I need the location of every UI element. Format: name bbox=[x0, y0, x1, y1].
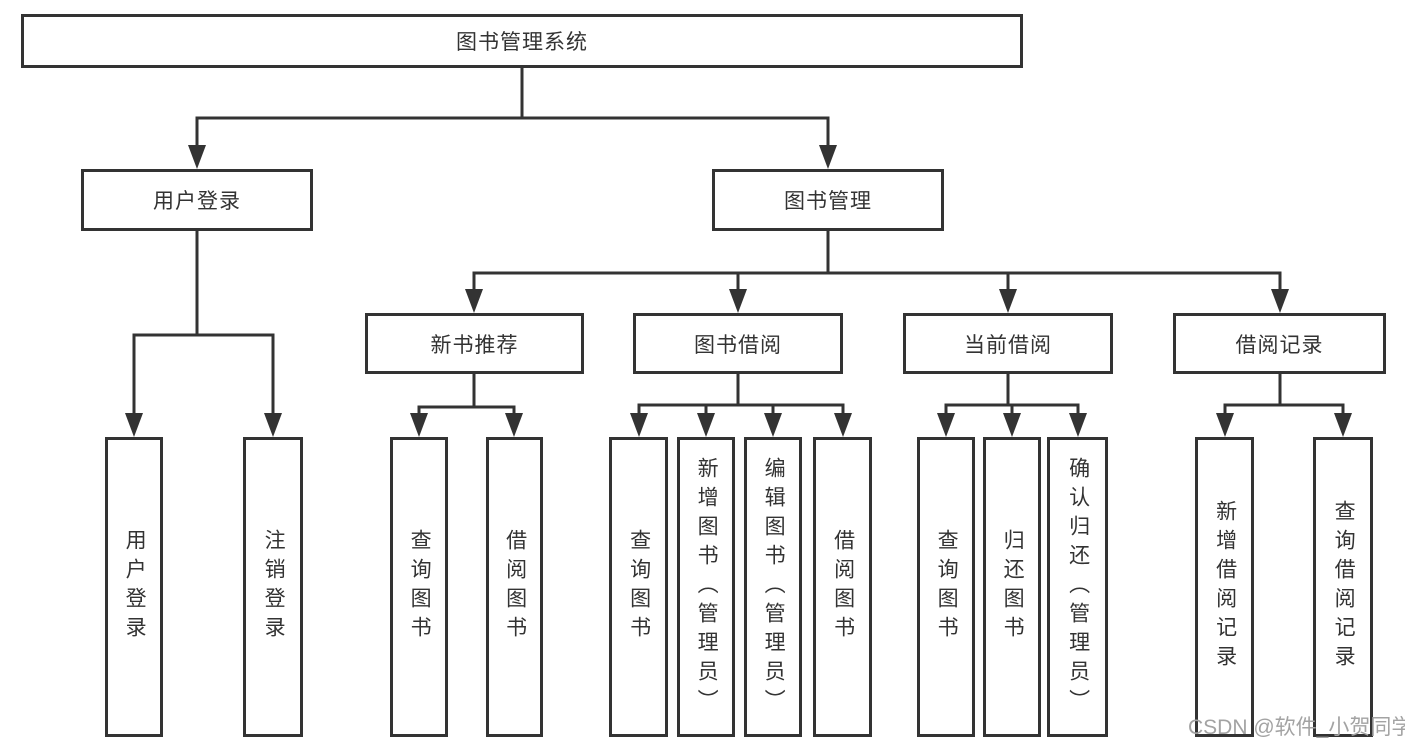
leaf-borrow-query-book-label: 查询图书 bbox=[627, 529, 651, 645]
leaf-borrow-book: 借阅图书 bbox=[813, 437, 872, 737]
csdn-watermark: CSDN @软件_小贺同学 bbox=[1188, 716, 1405, 739]
branch-user-login bbox=[125, 231, 282, 437]
leaf-user-login-label: 用户登录 bbox=[123, 529, 147, 645]
node-borrow-record-label: 借阅记录 bbox=[1235, 333, 1324, 357]
node-book-borrow-label: 图书借阅 bbox=[694, 333, 782, 357]
node-root: 图书管理系统 bbox=[21, 14, 1023, 68]
leaf-add-book-admin: 新增图书（管理员） bbox=[677, 437, 735, 737]
leaf-borrow-book-label: 借阅图书 bbox=[831, 529, 855, 645]
node-current-borrow-label: 当前借阅 bbox=[964, 333, 1052, 357]
branch-current-borrow bbox=[937, 374, 1087, 437]
node-new-book-rec: 新书推荐 bbox=[365, 313, 584, 374]
leaf-user-login: 用户登录 bbox=[105, 437, 163, 737]
leaf-confirm-return-admin-label: 确认归还（管理员） bbox=[1066, 456, 1090, 718]
node-book-mgmt-label: 图书管理 bbox=[784, 190, 872, 213]
leaf-rec-query-book-label: 查询图书 bbox=[408, 529, 432, 645]
leaf-logout: 注销登录 bbox=[243, 437, 303, 737]
branch-borrow-record bbox=[1216, 374, 1352, 437]
leaf-current-query-book-label: 查询图书 bbox=[935, 529, 959, 645]
branch-new-book-rec bbox=[410, 374, 523, 437]
leaf-return-book: 归还图书 bbox=[983, 437, 1041, 737]
leaf-edit-book-admin: 编辑图书（管理员） bbox=[744, 437, 802, 737]
leaf-confirm-return-admin: 确认归还（管理员） bbox=[1047, 437, 1108, 737]
leaf-logout-label: 注销登录 bbox=[262, 529, 286, 645]
node-user-login: 用户登录 bbox=[81, 169, 313, 231]
node-borrow-record: 借阅记录 bbox=[1173, 313, 1386, 374]
leaf-edit-book-admin-label: 编辑图书（管理员） bbox=[762, 456, 786, 718]
branch-book-borrow bbox=[630, 374, 852, 437]
branch-root bbox=[188, 68, 837, 169]
leaf-add-borrow-record: 新增借阅记录 bbox=[1195, 437, 1254, 737]
node-new-book-rec-label: 新书推荐 bbox=[430, 333, 519, 357]
node-current-borrow: 当前借阅 bbox=[903, 313, 1113, 374]
leaf-rec-query-book: 查询图书 bbox=[390, 437, 448, 737]
node-book-mgmt: 图书管理 bbox=[712, 169, 944, 231]
leaf-borrow-query-book: 查询图书 bbox=[609, 437, 668, 737]
leaf-query-borrow-record-label: 查询借阅记录 bbox=[1332, 500, 1356, 674]
node-root-label: 图书管理系统 bbox=[456, 31, 588, 54]
branch-book-mgmt bbox=[465, 231, 1289, 313]
leaf-query-borrow-record: 查询借阅记录 bbox=[1313, 437, 1373, 737]
node-book-borrow: 图书借阅 bbox=[633, 313, 843, 374]
leaf-add-book-admin-label: 新增图书（管理员） bbox=[695, 456, 719, 718]
leaf-add-borrow-record-label: 新增借阅记录 bbox=[1213, 500, 1237, 674]
leaf-rec-borrow-book: 借阅图书 bbox=[486, 437, 543, 737]
leaf-rec-borrow-book-label: 借阅图书 bbox=[503, 529, 527, 645]
node-user-login-label: 用户登录 bbox=[153, 190, 241, 213]
leaf-current-query-book: 查询图书 bbox=[917, 437, 975, 737]
leaf-return-book-label: 归还图书 bbox=[1001, 529, 1025, 645]
